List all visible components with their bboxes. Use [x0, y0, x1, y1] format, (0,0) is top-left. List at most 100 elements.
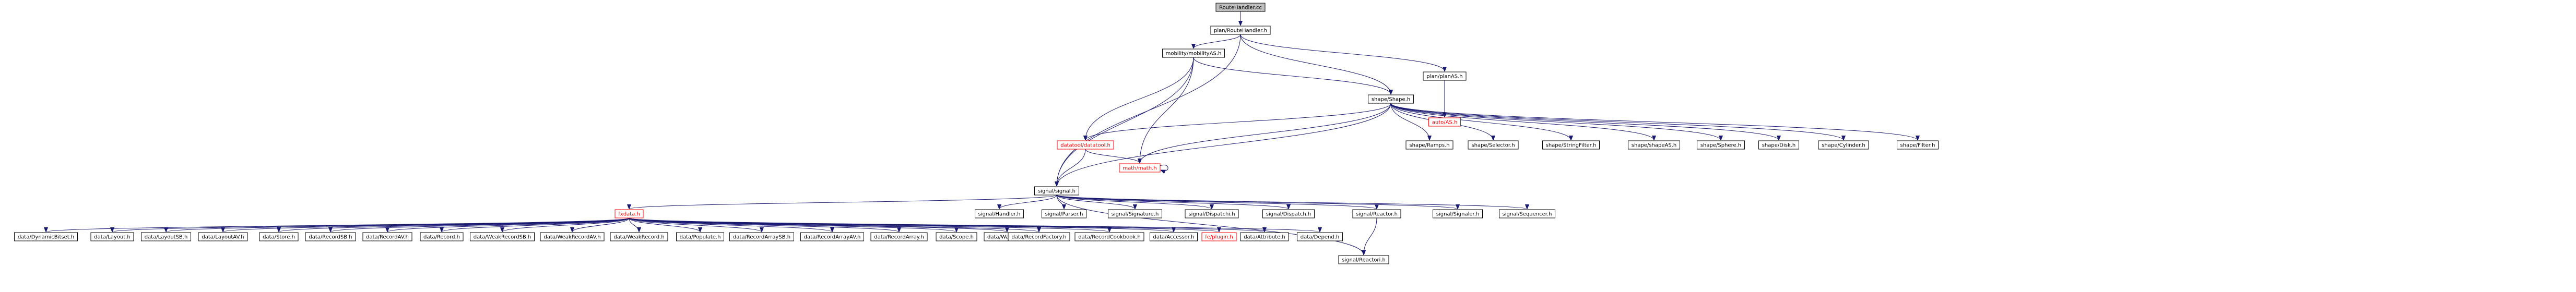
node-signal-parser[interactable]: signal/Parser.h	[1042, 209, 1086, 218]
edge-shape-shape-to-shape-disk	[1390, 103, 1779, 141]
node-signal-handler[interactable]: signal/Handler.h	[975, 209, 1024, 218]
edge-signal-signal-to-signal-handler	[999, 194, 1057, 210]
node-shape-filter[interactable]: shape/Filter.h	[1897, 140, 1939, 150]
node-label: data/RecordCookbook.h	[1078, 235, 1140, 240]
node-d-recordsb[interactable]: data/RecordSB.h	[305, 232, 356, 241]
node-shape-disk[interactable]: shape/Disk.h	[1758, 140, 1799, 150]
node-box	[1008, 232, 1070, 241]
node-label: signal/Parser.h	[1045, 212, 1083, 217]
node-auto-as: auto/AS.h	[1428, 117, 1461, 127]
node-d-layoutav[interactable]: data/LayoutAV.h	[198, 232, 248, 241]
node-signal-sequencer[interactable]: signal/Sequencer.h	[1499, 209, 1555, 218]
node-box	[975, 209, 1024, 218]
node-box	[1297, 232, 1343, 241]
node-label: RouteHandler.cc	[1219, 5, 1262, 11]
node-box	[540, 232, 605, 241]
node-d-layoutsb[interactable]: data/LayoutSB.h	[141, 232, 191, 241]
edge-datatool-to-math	[1085, 149, 1140, 164]
edge-signal-signal-to-signal-reactori	[1056, 194, 1364, 255]
node-d-layout[interactable]: data/Layout.h	[90, 232, 134, 241]
node-signal-reactor[interactable]: signal/Reactor.h	[1352, 209, 1401, 218]
node-d-recordfactory[interactable]: data/RecordFactory.h	[1008, 232, 1070, 241]
edge-signal-signal-to-fxdata	[629, 194, 1057, 210]
node-d-dynamicbitset[interactable]: data/DynamicBitset.h	[14, 232, 78, 241]
node-label: data/WeakRecordAV.h	[543, 235, 600, 240]
node-label: signal/Handler.h	[978, 212, 1021, 217]
node-label: fxdata.h	[618, 212, 640, 217]
node-signal-signaler[interactable]: signal/Signaler.h	[1433, 209, 1483, 218]
node-box	[610, 232, 668, 241]
node-label: data/RecordSB.h	[309, 235, 352, 240]
edge-signal-signal-to-signal-dispatchh	[1056, 194, 1289, 210]
node-shape-cylinder[interactable]: shape/Cylinder.h	[1818, 140, 1869, 150]
node-d-recordav[interactable]: data/RecordAV.h	[362, 232, 412, 241]
node-signal-reactori[interactable]: signal/Reactori.h	[1338, 255, 1389, 264]
node-shape-ramps[interactable]: shape/Ramps.h	[1405, 140, 1454, 150]
node-signal-signature[interactable]: signal/Signature.h	[1108, 209, 1162, 218]
node-d-weakrecord[interactable]: data/WeakRecord.h	[610, 232, 668, 241]
edge-mobility-as-to-math	[1140, 57, 1194, 163]
node-d-record[interactable]: data/Record.h	[420, 232, 464, 241]
node-d-recordcookbook[interactable]: data/RecordCookbook.h	[1074, 232, 1144, 241]
node-mobility-as[interactable]: mobility/mobilityAS.h	[1162, 48, 1225, 58]
node-box	[1215, 3, 1266, 12]
node-label: math/math.h	[1122, 166, 1156, 172]
node-signal-signal[interactable]: signal/signal.h	[1034, 186, 1079, 196]
node-label: data/Scope.h	[939, 235, 974, 240]
edge-signal-signal-to-signal-dispatchi	[1056, 194, 1212, 210]
edge-fxdata-to-d-depend	[629, 217, 1320, 233]
node-label: shape/StringFilter.h	[1546, 143, 1597, 149]
node-label: shape/Ramps.h	[1409, 143, 1449, 149]
node-d-weakrecordsb[interactable]: data/WeakRecordSB.h	[470, 232, 535, 241]
edge-mobility-as-to-datatool	[1085, 57, 1194, 140]
node-box	[1108, 209, 1162, 218]
node-d-populate[interactable]: data/Populate.h	[676, 232, 724, 241]
node-label: signal/Reactor.h	[1356, 212, 1398, 217]
node-box	[1119, 163, 1161, 173]
edge-shape-shape-to-shape-filter	[1390, 103, 1918, 141]
edge-shape-shape-to-shape-ramps	[1390, 103, 1429, 140]
edge-plan-routehandler-to-plan-as	[1240, 34, 1445, 72]
node-label: datatool/datatool.h	[1060, 143, 1110, 149]
node-signal-dispatchi[interactable]: signal/Dispatchi.h	[1185, 209, 1239, 218]
node-label: signal/Signaler.h	[1436, 212, 1480, 217]
edge-mobility-as-to-signal-signal	[1057, 57, 1194, 186]
node-shape-shape[interactable]: shape/Shape.h	[1368, 94, 1414, 104]
node-shape-shapeas[interactable]: shape/shapeAS.h	[1628, 140, 1680, 150]
node-box	[936, 232, 977, 241]
node-box	[1428, 117, 1461, 127]
node-d-accessor[interactable]: data/Accessor.h	[1150, 232, 1198, 241]
node-box	[1185, 209, 1239, 218]
node-d-weakrecordav[interactable]: data/WeakRecordAV.h	[540, 232, 605, 241]
node-signal-dispatchh[interactable]: signal/Dispatch.h	[1262, 209, 1315, 218]
node-label: signal/Sequencer.h	[1503, 212, 1552, 217]
node-plan-as[interactable]: plan/planAS.h	[1423, 71, 1467, 81]
node-box	[1697, 140, 1745, 150]
node-d-attribute[interactable]: data/Attribute.h	[1240, 232, 1289, 241]
node-fe-plugin: fe/plugin.h	[1201, 232, 1237, 241]
node-label: data/RecordAV.h	[366, 235, 409, 240]
node-plan-routehandler[interactable]: plan/RouteHandler.h	[1210, 26, 1271, 35]
node-label: signal/Dispatchi.h	[1188, 212, 1235, 217]
edge-fxdata-to-d-record	[442, 217, 630, 233]
node-box	[1057, 140, 1114, 150]
node-label: plan/planAS.h	[1426, 74, 1462, 80]
node-d-recordarraysb[interactable]: data/RecordArraySB.h	[729, 232, 794, 241]
node-d-store[interactable]: data/Store.h	[259, 232, 299, 241]
node-d-recordarray[interactable]: data/RecordArray.h	[870, 232, 928, 241]
node-d-depend[interactable]: data/Depend.h	[1297, 232, 1343, 241]
node-box	[729, 232, 794, 241]
node-d-recordarrayav[interactable]: data/RecordArrayAV.h	[800, 232, 864, 241]
node-shape-selector[interactable]: shape/Selector.h	[1468, 140, 1519, 150]
node-shape-sphere[interactable]: shape/Sphere.h	[1697, 140, 1745, 150]
node-label: shape/Shape.h	[1372, 97, 1410, 103]
edge-signal-signal-to-signal-reactor	[1056, 194, 1377, 210]
node-box	[615, 209, 644, 218]
edge-shape-shape-to-datatool	[1085, 103, 1391, 141]
node-label: shape/Sphere.h	[1700, 143, 1741, 149]
edge-signal-reactor-to-signal-reactori	[1364, 217, 1377, 255]
node-d-scope[interactable]: data/Scope.h	[936, 232, 977, 241]
node-shape-stringfilter[interactable]: shape/StringFilter.h	[1542, 140, 1600, 150]
node-label: shape/Filter.h	[1900, 143, 1935, 149]
edge-shape-shape-to-shape-stringfilter	[1390, 103, 1571, 141]
